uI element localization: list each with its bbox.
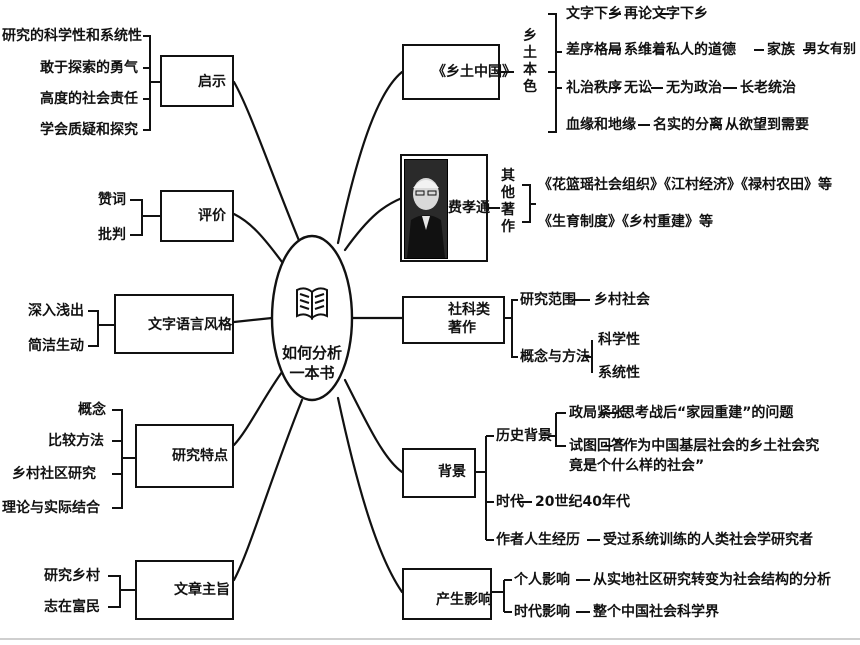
xiangtu-row1-b: 再论文字下乡 [624, 6, 708, 22]
yingxiang-era-label: 时代影响 [514, 604, 570, 620]
zhuzhi-node [135, 560, 234, 620]
history-1-value: 思考战后“家园重建”的问题 [621, 405, 794, 421]
xiangtu-row1-a: 文字下乡 [566, 6, 622, 22]
qishi-item: 敢于探索的勇气 [40, 60, 138, 76]
xiangtu-row3-c: 无为政治 [666, 80, 722, 96]
xiangtu-row4-c: 从欲望到需要 [725, 117, 809, 133]
qishi-node [160, 55, 234, 107]
fei-works-2: 《生育制度》《乡村重建》等 [538, 214, 713, 230]
book-icon [296, 287, 328, 321]
zhuzhi-title: 文章主旨 [174, 582, 230, 598]
wenzi-node [114, 294, 234, 354]
author-exp-value: 受过系统训练的人类社会学研究者 [603, 532, 813, 548]
xiangtu-row3-b: 无讼 [624, 80, 652, 96]
xiangtu-row3-d: 长老统治 [740, 80, 796, 96]
qishi-item: 高度的社会责任 [40, 91, 138, 107]
era-value: 20世纪40年代 [535, 494, 630, 510]
xiangtu-row2-b: 系维着私人的道德 [624, 42, 736, 58]
pingjia-title: 评价 [198, 208, 226, 224]
yingxiang-personal-label: 个人影响 [514, 572, 570, 588]
yingxiang-era-value: 整个中国社会科学界 [593, 604, 719, 620]
xiangtu-row3-a: 礼治秩序 [566, 80, 622, 96]
xiangtu-vertical-label: 乡土本色 [523, 28, 537, 95]
portrait-image [405, 160, 447, 258]
history-label: 历史背景 [496, 428, 552, 444]
qishi-item: 学会质疑和探究 [40, 122, 138, 138]
yanjiu-item: 乡村社区研究 [12, 466, 96, 482]
yanjiu-item: 概念 [78, 402, 106, 418]
history-1-label: 政局紧张 [569, 405, 625, 421]
xiangtu-row4-b: 名实的分离 [653, 117, 723, 133]
pingjia-node [160, 190, 234, 242]
center-title-line2: 一本书 [289, 364, 335, 382]
zhuzhi-item: 志在富民 [44, 599, 100, 615]
pingjia-item: 批判 [98, 227, 126, 243]
wenzi-title: 文字语言风格 [148, 317, 232, 333]
yingxiang-node [402, 568, 492, 620]
yingxiang-title: 产生影响 [436, 592, 492, 608]
author-exp-label: 作者人生经历 [496, 532, 580, 548]
history-2-line1: “作为中国基层社会的乡土社会究 [614, 438, 820, 454]
yanjiu-title: 研究特点 [172, 448, 228, 464]
yingxiang-personal-value: 从实地社区研究转变为社会结构的分析 [593, 572, 831, 588]
fei-works-1: 《花篮瑶社会组织》《江村经济》《禄村农田》等 [538, 177, 832, 193]
author-portrait [404, 159, 448, 259]
beijing-node [402, 448, 476, 498]
xiangtu-title: 《乡土中国》 [432, 64, 516, 80]
xiangtu-row2-a: 差序格局 [566, 42, 622, 58]
center-title-line1: 如何分析 [281, 344, 342, 362]
sheke-title-2: 著作 [448, 320, 476, 336]
history-2-line2: 竟是个什么样的社会” [569, 458, 705, 474]
era-label: 时代 [496, 494, 524, 510]
yanjiu-item: 比较方法 [48, 433, 104, 449]
sheke-title-1: 社科类 [448, 302, 490, 318]
bottom-rule [0, 638, 860, 640]
yanjiu-node [135, 424, 234, 488]
fei-vertical-label: 其他著作 [501, 168, 515, 235]
sheke-range-label: 研究范围 [520, 292, 576, 308]
sheke-node [402, 296, 505, 344]
xiangtu-row4-a: 血缘和地缘 [566, 117, 636, 133]
qishi-item: 研究的科学性和系统性 [2, 28, 142, 44]
history-2-label: 试图回答 [569, 438, 625, 454]
wenzi-item: 简洁生动 [28, 338, 84, 354]
sheke-method-item: 系统性 [598, 365, 640, 381]
zhuzhi-item: 研究乡村 [44, 568, 100, 584]
fei-title: 费孝通 [448, 200, 490, 216]
pingjia-item: 赞词 [98, 192, 126, 208]
wenzi-item: 深入浅出 [28, 303, 84, 319]
xiangtu-row2-c: 家族 [767, 42, 795, 58]
sheke-method-item: 科学性 [598, 332, 640, 348]
xiangtu-node [402, 44, 500, 100]
xiangtu-row2-d: 男女有别 [804, 42, 857, 57]
beijing-title: 背景 [438, 464, 466, 480]
yanjiu-item: 理论与实际结合 [2, 500, 100, 516]
sheke-method-label: 概念与方法 [520, 349, 590, 365]
sheke-range-value: 乡村社会 [594, 292, 650, 308]
qishi-title: 启示 [198, 74, 226, 90]
